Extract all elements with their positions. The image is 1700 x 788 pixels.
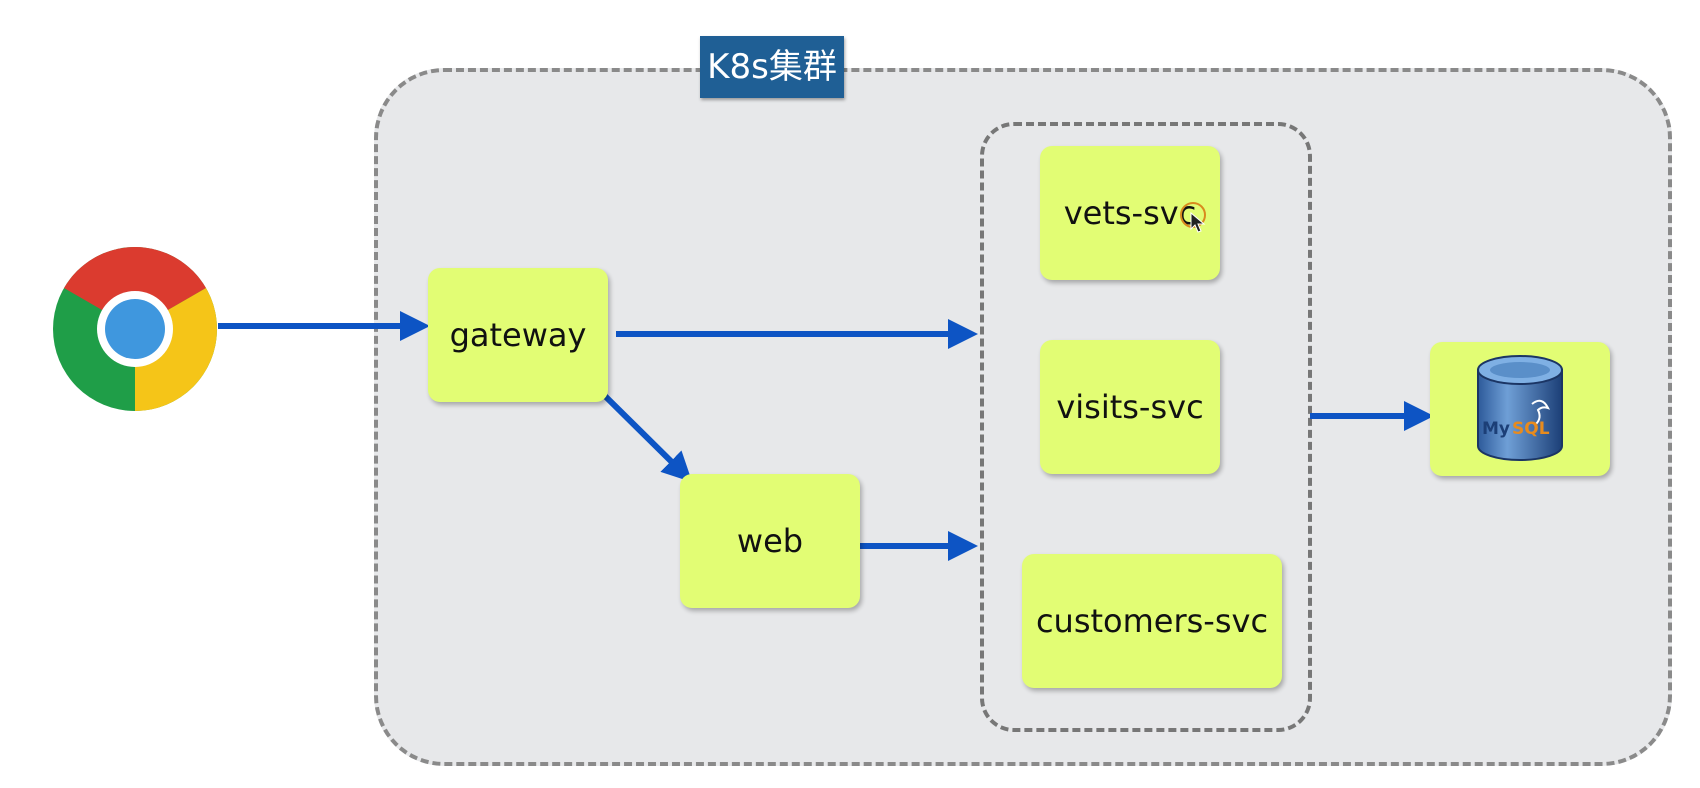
- cluster-title: K8s集群: [700, 36, 844, 98]
- services-group-boundary: [980, 122, 1312, 732]
- gateway-node: gateway: [428, 268, 608, 402]
- chrome-browser-icon: [53, 247, 217, 411]
- vets-svc-label: vets-svc: [1063, 194, 1197, 232]
- arrow-gateway-to-web: [602, 393, 693, 483]
- vets-svc-node: vets-svc: [1040, 146, 1220, 280]
- visits-svc-node: visits-svc: [1040, 340, 1220, 474]
- web-label: web: [736, 522, 804, 560]
- mysql-logo-my: My: [1482, 419, 1510, 439]
- customers-svc-node: customers-svc: [1022, 554, 1282, 688]
- mysql-database-icon: My SQL: [1477, 355, 1563, 461]
- gateway-label: gateway: [449, 316, 587, 354]
- customers-svc-label: customers-svc: [1035, 602, 1269, 640]
- mysql-database-node: My SQL: [1430, 342, 1610, 476]
- web-node: web: [680, 474, 860, 608]
- visits-svc-label: visits-svc: [1056, 388, 1204, 426]
- mysql-logo-sql: SQL: [1512, 419, 1550, 439]
- mouse-pointer-icon: [1190, 212, 1206, 233]
